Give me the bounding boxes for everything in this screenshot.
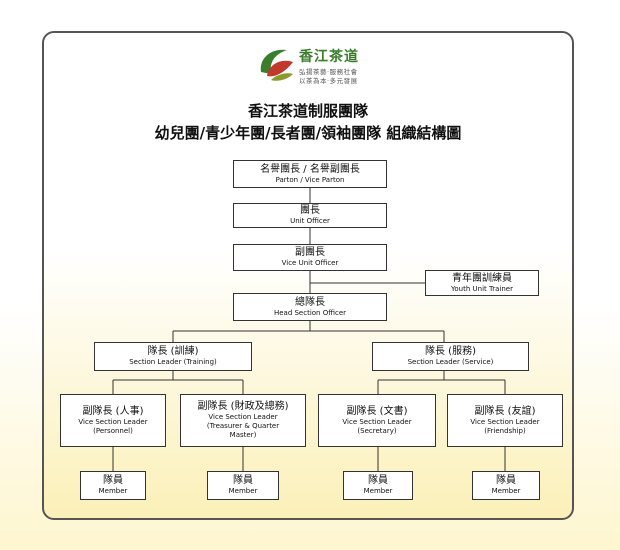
chart-title-line-1: 香江茶道制服團隊 [247,102,368,120]
node-member-1-zh: 隊員 [103,475,123,486]
node-vice-unit-officer-en: Vice Unit Officer [281,259,339,267]
node-leader-service-en: Section Leader (Service) [407,358,494,366]
node-member-1: 隊員 Member [80,471,146,500]
node-unit-officer-zh: 團長 [300,205,320,216]
node-member-1-en: Member [98,487,128,495]
node-leader-service: 隊長 (服務) Section Leader (Service) [372,342,529,371]
node-unit-officer-en: Unit Officer [290,217,330,225]
node-vice-secretary-en1: Vice Section Leader [342,417,412,426]
node-vice-treasurer-zh: 副隊長 (財政及總務) [197,401,289,412]
node-member-3: 隊員 Member [343,471,413,500]
node-member-4-en: Member [491,487,521,495]
node-member-4: 隊員 Member [472,471,540,500]
node-vice-treasurer-en3: Master) [229,431,257,439]
node-member-2-en: Member [228,487,258,495]
node-vice-treasurer-en2: (Treasurer & Quarter [206,422,280,430]
node-vice-treasurer: 副隊長 (財政及總務) Vice Section Leader (Treasur… [180,394,306,447]
node-vice-secretary-zh: 副隊長 (文書) [346,405,408,417]
node-patron-zh: 名譽團長 / 名譽副團長 [260,163,360,175]
node-member-2: 隊員 Member [207,471,279,500]
node-member-2-zh: 隊員 [233,475,253,486]
node-youth-trainer: 青年團訓練員 Youth Unit Trainer [425,270,539,296]
node-leader-training-en: Section Leader (Training) [129,358,217,366]
node-member-4-zh: 隊員 [496,475,516,486]
node-member-3-en: Member [363,487,393,495]
node-head-section-zh: 總隊長 [295,296,325,308]
node-head-section: 總隊長 Head Section Officer [233,293,387,321]
node-vice-friendship-en1: Vice Section Leader [470,417,540,426]
node-vice-friendship-en2: (Friendship) [484,426,526,435]
node-vice-unit-officer: 副團長 Vice Unit Officer [233,244,387,271]
node-head-section-en: Head Section Officer [273,308,347,317]
node-patron-en: Parton / Vice Parton [275,175,345,184]
node-leader-training-zh: 隊長 (訓練) [147,346,199,357]
node-vice-friendship-zh: 副隊長 (友誼) [474,405,536,417]
node-vice-personnel-zh: 副隊長 (人事) [82,405,144,417]
node-member-3-zh: 隊員 [368,475,388,486]
node-youth-trainer-en: Youth Unit Trainer [451,284,513,293]
node-vice-unit-officer-zh: 副團長 [295,247,325,258]
node-unit-officer: 團長 Unit Officer [233,203,387,228]
node-leader-training: 隊長 (訓練) Section Leader (Training) [94,342,252,371]
brand-name: 香江茶道 [299,49,359,65]
node-patron: 名譽團長 / 名譽副團長 Parton / Vice Parton [233,160,387,188]
brand-tagline-1: 弘揚茶藝‧服務社會 [299,68,358,76]
brand-tagline-2: 以茶為本‧多元發展 [299,77,358,85]
node-vice-personnel-en2: (Personnel) [93,426,133,435]
node-leader-service-zh: 隊長 (服務) [425,346,476,357]
node-vice-secretary-en2: (Secretary) [357,426,397,435]
node-vice-friendship: 副隊長 (友誼) Vice Section Leader (Friendship… [447,394,563,447]
node-vice-secretary: 副隊長 (文書) Vice Section Leader (Secretary) [318,394,436,447]
node-vice-personnel-en1: Vice Section Leader [78,417,148,426]
node-youth-trainer-zh: 青年團訓練員 [452,272,512,284]
node-vice-treasurer-en1: Vice Section Leader [208,413,278,421]
chart-title-line-2: 幼兒團/青少年團/長者團/領袖團隊 組織結構圖 [154,124,462,142]
node-vice-personnel: 副隊長 (人事) Vice Section Leader (Personnel) [60,394,166,447]
tea-leaf-logo-icon [260,49,293,81]
